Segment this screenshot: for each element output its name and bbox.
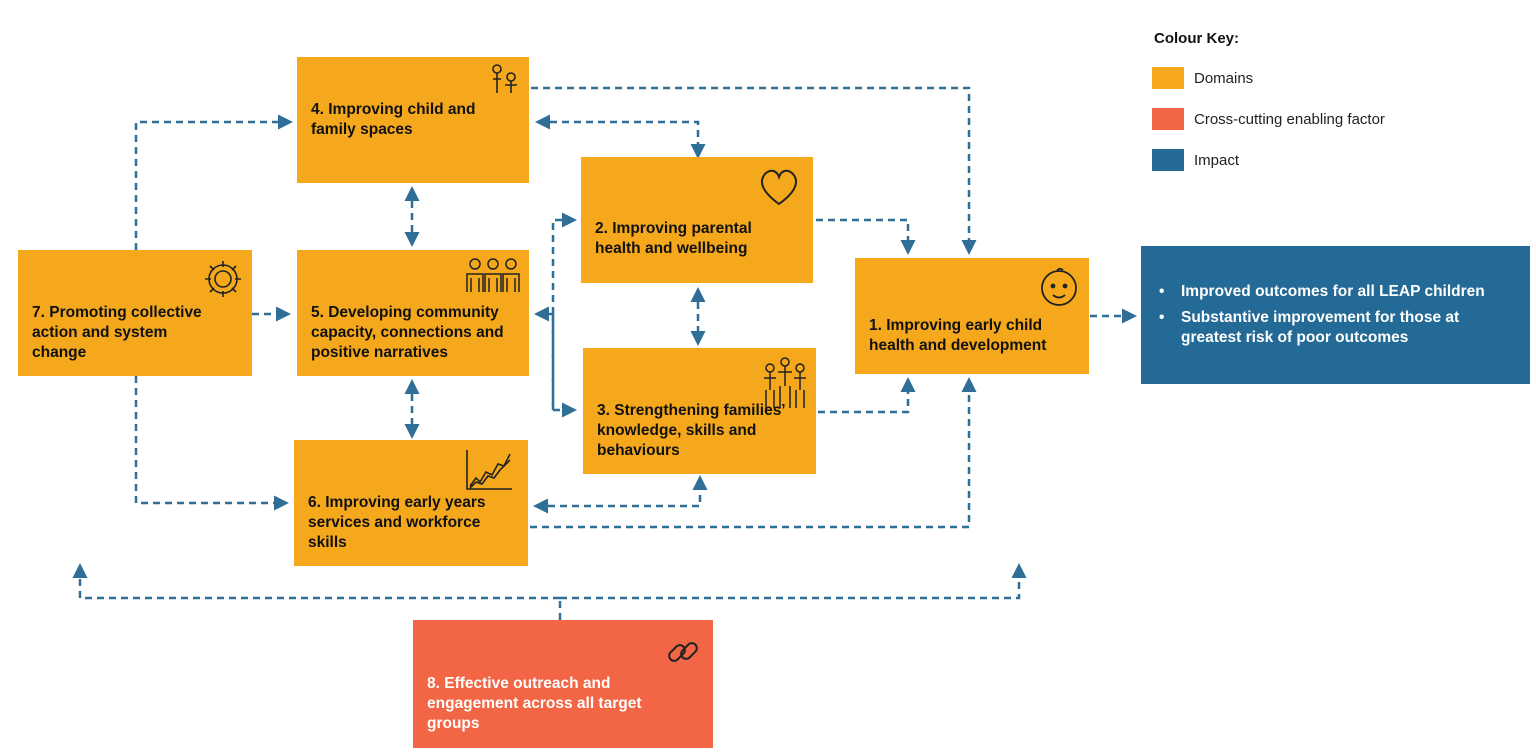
domain-label-5: 5. Developing community capacity, connec… bbox=[311, 304, 504, 361]
domain-label-7: 7. Promoting collective action and syste… bbox=[32, 304, 202, 361]
baby-face-icon bbox=[1041, 267, 1077, 306]
chain-link-icon bbox=[668, 642, 698, 662]
domain-box-3: 3. Strengthening families’ knowledge, sk… bbox=[583, 348, 816, 474]
domain-label-4: 4. Improving child and family spaces bbox=[311, 101, 476, 138]
connector-bracket-to-2 bbox=[551, 212, 577, 410]
swatch-enabling bbox=[1152, 108, 1184, 130]
connector-6-to-1 bbox=[530, 377, 977, 529]
key-label-impact: Impact bbox=[1194, 151, 1240, 169]
colour-key-domains: Domains bbox=[1152, 66, 1253, 90]
connector-7-to-4 bbox=[134, 114, 293, 250]
key-label-domains: Domains bbox=[1194, 69, 1254, 87]
domain-label-2: 2. Improving parental health and wellbei… bbox=[595, 220, 752, 257]
impact-item-1: Improved outcomes for all LEAP children bbox=[1153, 282, 1516, 302]
domain-label-1: 1. Improving early child health and deve… bbox=[869, 317, 1047, 354]
impact-list: Improved outcomes for all LEAP children … bbox=[1153, 276, 1516, 354]
impact-item-2: Substantive improvement for those at gre… bbox=[1153, 308, 1516, 348]
domain-label-3: 3. Strengthening families’ knowledge, sk… bbox=[597, 402, 785, 459]
domain-box-5: 5. Developing community capacity, connec… bbox=[297, 250, 529, 376]
domain-box-6: 6. Improving early years services and wo… bbox=[294, 440, 528, 566]
colour-key-title: Colour Key: bbox=[1154, 30, 1240, 47]
connector-6-3 bbox=[533, 475, 708, 514]
line-chart-icon bbox=[466, 450, 512, 490]
connector-3-to-1 bbox=[818, 377, 916, 414]
playing-child-icon bbox=[492, 64, 517, 93]
domain-box-1: 1. Improving early child health and deve… bbox=[855, 258, 1089, 374]
connector-4-2 bbox=[535, 114, 706, 159]
connector-2-to-1 bbox=[816, 218, 916, 255]
enabling-label-8: 8. Effective outreach and engagement acr… bbox=[427, 675, 642, 732]
domain-box-4: 4. Improving child and family spaces bbox=[297, 57, 529, 183]
impact-box: Improved outcomes for all LEAP children … bbox=[1141, 246, 1530, 384]
heart-icon bbox=[761, 169, 797, 206]
enabling-box-8: 8. Effective outreach and engagement acr… bbox=[413, 620, 713, 748]
connector-bracket-to-3 bbox=[551, 314, 577, 418]
community-people-icon bbox=[466, 258, 520, 292]
colour-key-impact: Impact bbox=[1152, 148, 1239, 172]
domain-box-7: 7. Promoting collective action and syste… bbox=[18, 250, 252, 376]
swatch-domains bbox=[1152, 67, 1184, 89]
domain-box-2: 2. Improving parental health and wellbei… bbox=[581, 157, 813, 283]
connector-7-to-6 bbox=[134, 376, 289, 511]
key-label-enabling: Cross-cutting enabling factor bbox=[1194, 110, 1385, 128]
connector-4-to-1 bbox=[531, 86, 977, 255]
swatch-impact bbox=[1152, 149, 1184, 171]
connector-8-left bbox=[72, 563, 560, 600]
connector-8-right bbox=[560, 563, 1027, 600]
gear-icon bbox=[205, 261, 241, 297]
domain-label-6: 6. Improving early years services and wo… bbox=[308, 494, 486, 551]
family-group-icon bbox=[764, 357, 806, 408]
colour-key-enabling: Cross-cutting enabling factor bbox=[1152, 107, 1385, 131]
